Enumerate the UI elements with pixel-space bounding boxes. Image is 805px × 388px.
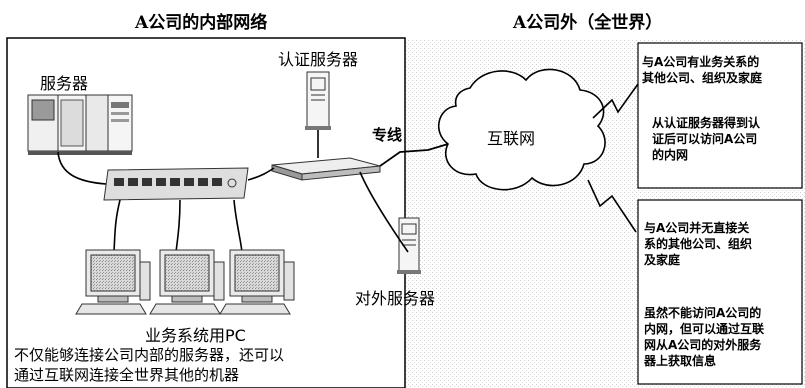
network-cables xyxy=(57,130,409,253)
internal-network-title: A公司的内部网络 xyxy=(135,13,268,33)
internet-cloud-icon xyxy=(437,68,606,191)
callout-bottom-title-3: 及家庭 xyxy=(644,253,681,267)
external-server-icon xyxy=(397,217,421,274)
callout-bottom-title-1: 与A公司并无直接关 xyxy=(644,221,750,235)
auth-server-label: 认证服务器 xyxy=(278,50,359,69)
leased-line xyxy=(379,143,449,167)
servers-label: 服务器 xyxy=(40,74,89,93)
caption-line-2: 通过互联网连接全世界其他的机器 xyxy=(14,366,240,384)
pc-icon xyxy=(219,249,295,315)
auth-server-icon xyxy=(305,71,331,130)
callout-bottom-body-3: 网从A公司的对外服务 xyxy=(644,338,762,352)
callout-bottom-body-1: 虽然不能访问A公司的 xyxy=(644,306,762,320)
server-rack-icon xyxy=(27,94,133,155)
callout-top-title-1: 与A公司有业务关系的 xyxy=(642,55,760,69)
internet-label: 互联网 xyxy=(487,129,536,148)
callout-bottom-box xyxy=(637,199,803,385)
switch-icon xyxy=(103,167,249,201)
business-pc-label: 业务系统用PC xyxy=(145,326,246,345)
callout-bottom-body-2: 内网，但可以通过互联 xyxy=(644,322,765,336)
external-server-label: 对外服务器 xyxy=(355,289,436,308)
callout-top-box xyxy=(637,42,803,189)
callout-bottom-title-2: 系的其他公司、组织 xyxy=(644,237,753,251)
router-icon xyxy=(271,157,381,181)
callout-top-body-1: 从认证服务器得到认 xyxy=(652,116,761,130)
callout-top-body-2: 证后可以访问A公司 xyxy=(652,132,758,146)
outside-world-title: A公司外（全世界） xyxy=(513,13,663,33)
callout-bottom-body-4: 器上获取信息 xyxy=(644,354,717,368)
pc-icon xyxy=(149,249,225,315)
caption-line-1: 不仅能够连接公司内部的服务器，还可以 xyxy=(14,346,285,364)
lightning-icon xyxy=(587,179,637,233)
pc-icon xyxy=(75,249,151,315)
callout-top-title-2: 其他公司、组织及家庭 xyxy=(642,71,763,85)
leased-line-label: 专线 xyxy=(372,126,403,144)
lightning-icon xyxy=(592,83,639,119)
callout-top-body-3: 的内网 xyxy=(652,148,689,162)
